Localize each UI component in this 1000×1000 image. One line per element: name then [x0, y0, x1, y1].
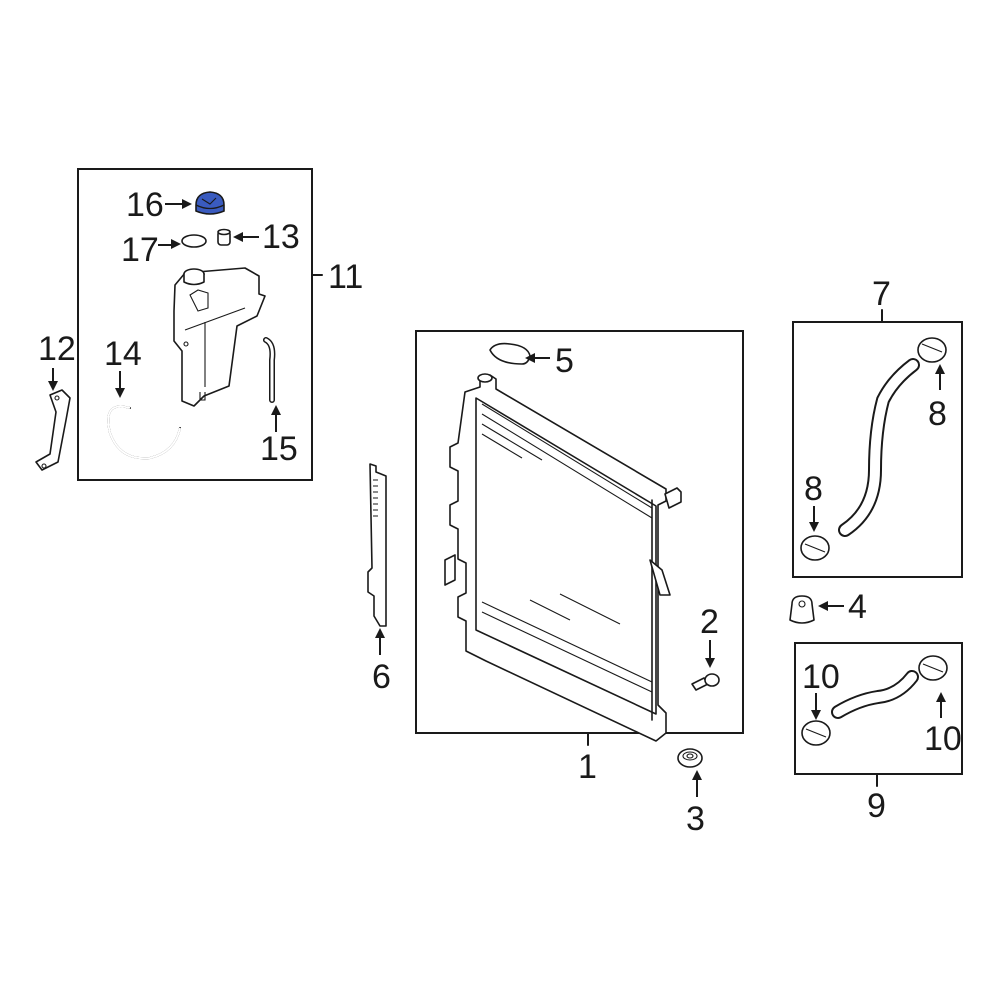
mount-bushing-part-3[interactable] [677, 748, 703, 768]
radiator-group: 1 5 2 [415, 330, 744, 786]
callout-12[interactable]: 12 [38, 330, 76, 368]
callout-8-lower[interactable]: 8 [804, 470, 823, 508]
callout-15[interactable]: 15 [260, 430, 298, 468]
mount-bushing-part-4[interactable] [789, 595, 815, 624]
reservoir-bracket-part-12[interactable] [35, 389, 71, 471]
reservoir-group: 11 16 17 13 [77, 168, 363, 481]
air-seal-part-6[interactable] [367, 463, 387, 627]
callout-14[interactable]: 14 [104, 335, 142, 373]
hose-clamp-part-10-right[interactable] [918, 655, 948, 681]
reservoir-cap-part-16[interactable] [195, 191, 225, 215]
callout-11[interactable]: 11 [328, 258, 363, 296]
hose-clamp-part-8-upper[interactable] [917, 337, 947, 363]
callout-4[interactable]: 4 [848, 588, 867, 626]
radiator-cap-part-5[interactable] [489, 342, 531, 365]
callout-9[interactable]: 9 [867, 787, 886, 825]
callout-17[interactable]: 17 [121, 231, 159, 269]
reservoir-group-box [77, 168, 313, 481]
drain-plug-part-2[interactable] [691, 673, 720, 691]
cap-seal-part-17[interactable] [181, 234, 207, 248]
cap-insert-part-13[interactable] [217, 228, 231, 246]
reservoir-hose-part-14[interactable] [107, 405, 181, 460]
callout-5[interactable]: 5 [555, 342, 574, 380]
callout-10-left[interactable]: 10 [802, 658, 840, 696]
radiator-core[interactable] [444, 373, 682, 742]
lower-hose-group-box [794, 642, 963, 775]
callout-10-right[interactable]: 10 [924, 720, 962, 758]
callout-7[interactable]: 7 [872, 275, 891, 313]
radiator-group-box [415, 330, 744, 734]
callout-3[interactable]: 3 [686, 800, 705, 838]
callout-13[interactable]: 13 [262, 218, 300, 256]
callout-2[interactable]: 2 [700, 603, 719, 641]
callout-1[interactable]: 1 [578, 748, 597, 786]
upper-hose-group: 7 8 8 [792, 275, 963, 578]
upper-hose-group-box [792, 321, 963, 578]
hose-clamp-part-8-lower[interactable] [800, 535, 830, 561]
hose-clamp-part-10-left[interactable] [801, 720, 831, 746]
lower-hose-group: 9 10 10 [794, 642, 963, 825]
callout-16[interactable]: 16 [126, 186, 164, 224]
callout-6[interactable]: 6 [372, 658, 391, 696]
callout-8-upper[interactable]: 8 [928, 395, 947, 433]
reservoir-tank[interactable] [173, 267, 266, 407]
